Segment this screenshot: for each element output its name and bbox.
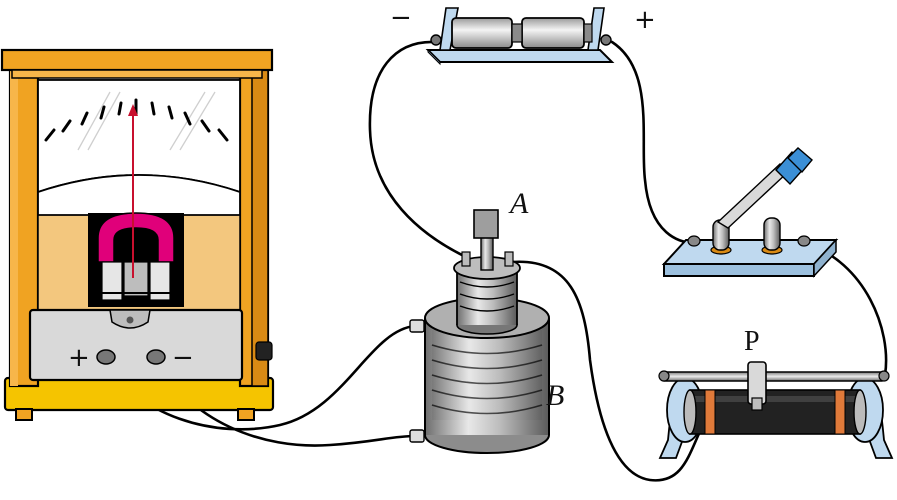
wire-battery-pos-to-switch xyxy=(610,40,697,245)
wire-battery-neg-to-coil-a xyxy=(368,40,470,260)
rheostat: P xyxy=(658,326,894,459)
coil-a-terminal-2 xyxy=(504,251,514,267)
battery-cell-2 xyxy=(521,17,585,49)
coil-b-terminal-1 xyxy=(409,319,425,333)
meter-top xyxy=(0,48,274,72)
battery-base xyxy=(425,49,615,63)
coil-b-label: B xyxy=(546,379,564,412)
meter-minus-label: − xyxy=(172,343,194,373)
meter-base xyxy=(3,376,275,412)
meter-minus-terminal xyxy=(146,349,166,365)
battery-positive-label: + xyxy=(634,5,656,35)
meter-plus-terminal xyxy=(96,349,116,365)
battery-negative-terminal xyxy=(430,34,442,46)
switch xyxy=(661,147,839,278)
battery-positive-terminal xyxy=(600,34,612,46)
battery: − + xyxy=(390,3,656,66)
coil-a xyxy=(453,209,521,335)
meter-plus-label: + xyxy=(68,343,90,373)
coil-a-label: A xyxy=(508,187,529,220)
coil-b-terminal-2 xyxy=(409,429,425,443)
iron-core xyxy=(480,235,494,271)
battery-cell-1 xyxy=(451,17,513,49)
rheostat-slider-label: P xyxy=(744,326,760,357)
wire-coil-a-to-rheostat xyxy=(510,260,714,482)
coil-a-terminal-1 xyxy=(461,251,471,267)
meter-scale xyxy=(44,98,229,142)
zero-adjust-knob xyxy=(255,341,273,361)
rheostat-rod xyxy=(659,371,887,382)
galvanometer: + − xyxy=(0,48,275,421)
battery-negative-label: − xyxy=(390,3,412,33)
